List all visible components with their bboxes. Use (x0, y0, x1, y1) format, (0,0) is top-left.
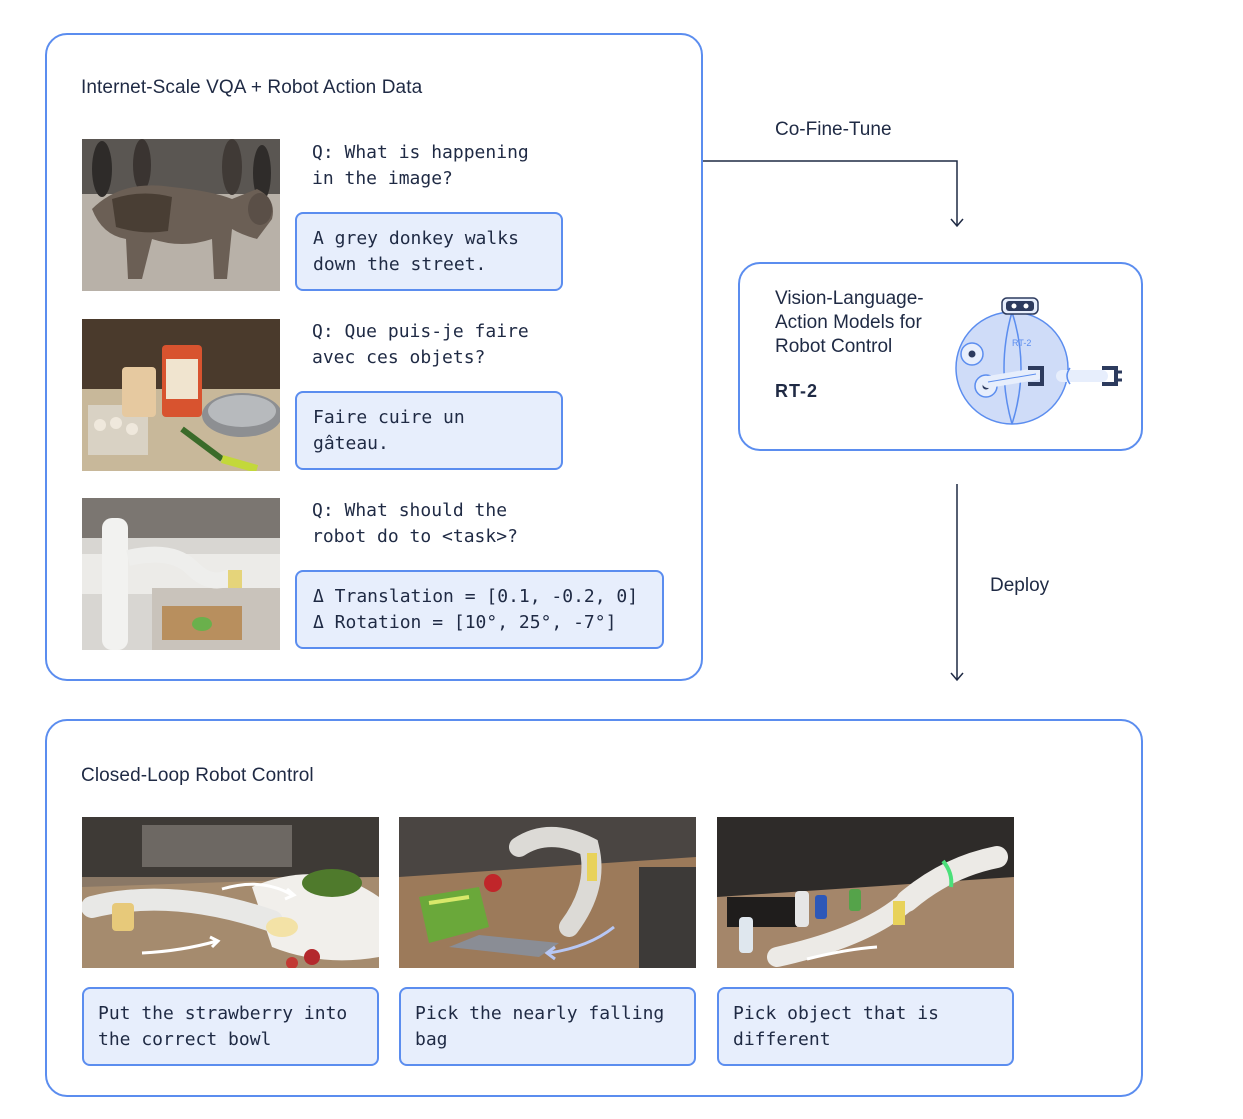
vqa-panel-title: Internet-Scale VQA + Robot Action Data (81, 77, 423, 98)
control-panel-title: Closed-Loop Robot Control (81, 765, 314, 786)
question-1: Q: What is happening in the image? (312, 142, 529, 189)
answer-box-2: Faire cuire un gâteau. (295, 391, 563, 470)
model-name: RT-2 (775, 381, 819, 401)
vqa-data-panel: Internet-Scale VQA + Robot Action Data Q… (45, 33, 703, 681)
answer-box-3: Δ Translation = [0.1, -0.2, 0] Δ Rotatio… (295, 570, 664, 649)
task-caption-3: Pick object that is different (717, 987, 1014, 1066)
deploy-arrow (950, 484, 964, 682)
falling-bag-photo (399, 817, 696, 968)
cofinetune-label: Co-Fine-Tune (775, 119, 892, 140)
different-object-photo (717, 817, 1014, 968)
cofinetune-arrow (703, 160, 964, 228)
baking-ingredients-photo (82, 319, 280, 471)
closed-loop-control-panel: Closed-Loop Robot Control Put the strawb… (45, 719, 1143, 1097)
deploy-label: Deploy (990, 575, 1050, 596)
strawberry-bowl-photo (82, 817, 379, 968)
question-2: Q: Que puis-je faire avec ces objets? (312, 321, 529, 368)
answer-box-1: A grey donkey walks down the street. (295, 212, 563, 291)
robot-kitchen-photo (82, 498, 280, 650)
donkey-photo (82, 139, 280, 291)
robot-illustration-icon: RT-2 (952, 292, 1132, 426)
question-3: Q: What should the robot do to <task>? (312, 500, 518, 547)
vla-model-panel: Vision-Language- Action Models for Robot… (738, 262, 1143, 451)
vla-description: Vision-Language- Action Models for Robot… (775, 288, 924, 357)
robot-tag: RT-2 (1012, 338, 1031, 348)
task-caption-2: Pick the nearly falling bag (399, 987, 696, 1066)
task-caption-1: Put the strawberry into the correct bowl (82, 987, 379, 1066)
